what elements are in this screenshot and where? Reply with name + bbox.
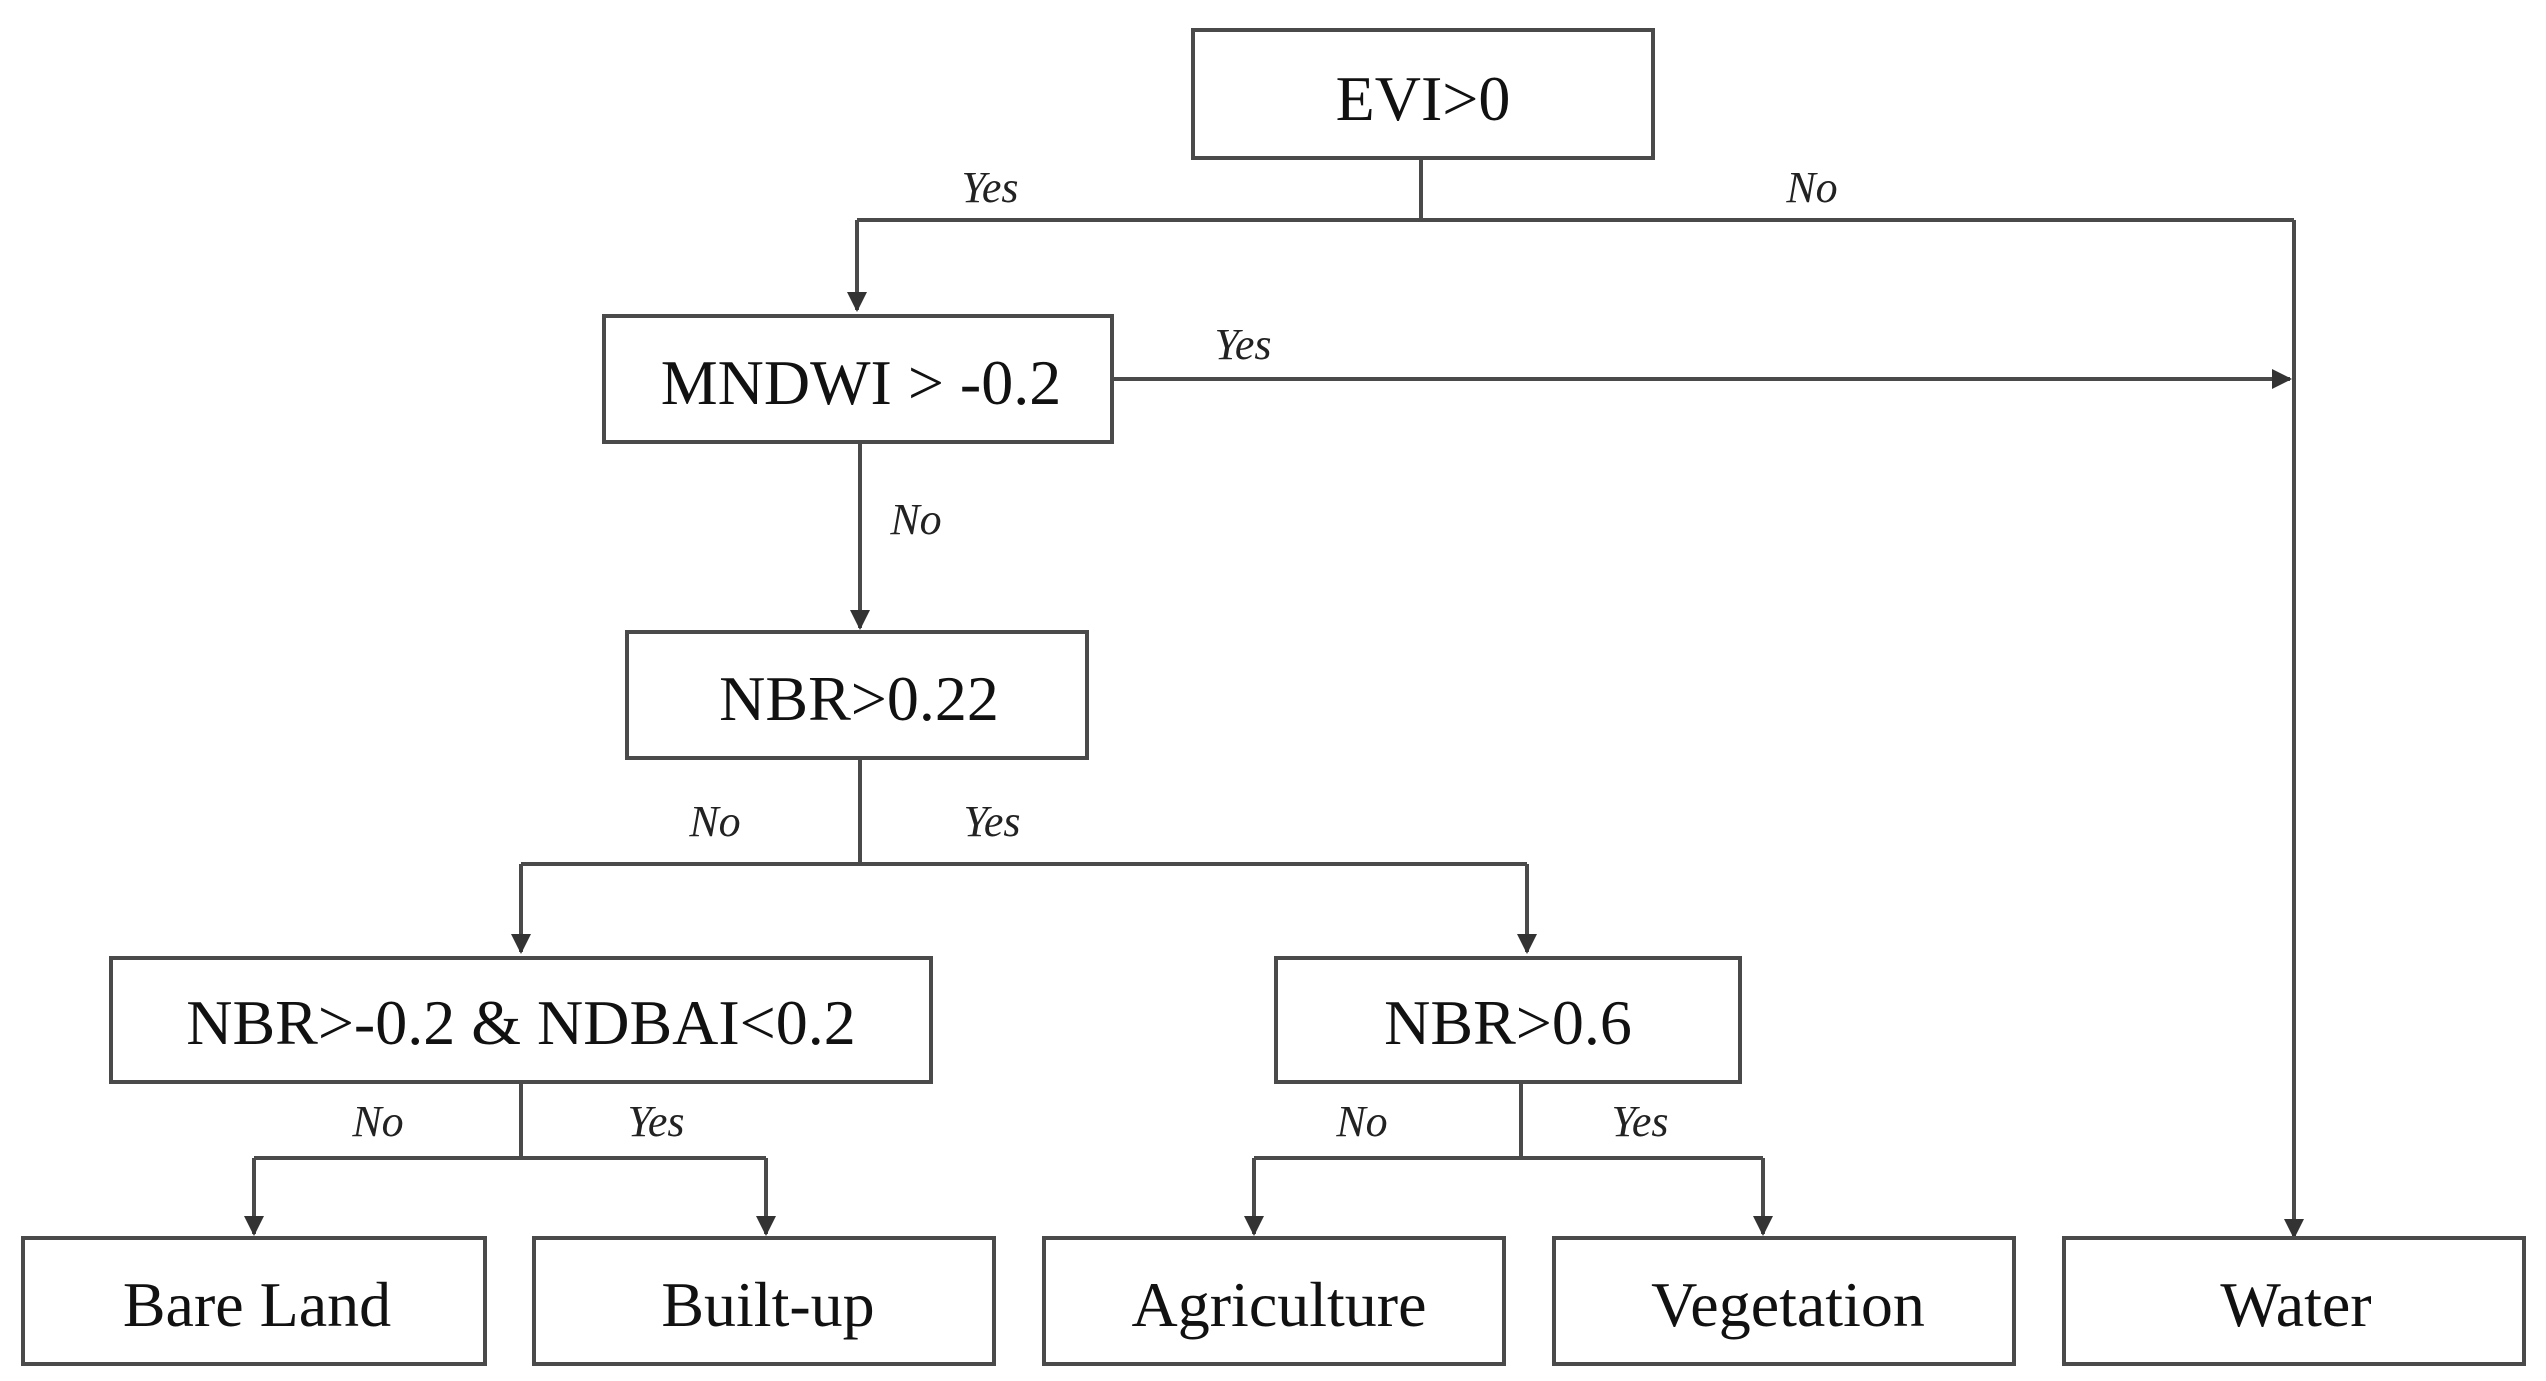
leaf-agriculture-label: Agriculture: [1132, 1269, 1427, 1340]
node-nbr-022-label: NBR>0.22: [719, 663, 999, 734]
node-mndwi: MNDWI > -0.2: [602, 314, 1114, 444]
node-nbr-06: NBR>0.6: [1274, 956, 1742, 1084]
leaf-vegetation: Vegetation: [1552, 1236, 2016, 1366]
leaf-bare-land-label: Bare Land: [123, 1269, 391, 1340]
leaf-vegetation-label: Vegetation: [1651, 1269, 1925, 1340]
node-nbr-022: NBR>0.22: [625, 630, 1089, 760]
edge-label-mndwi-yes: Yes: [1214, 320, 1271, 369]
edge-label-nbr06-no: No: [1335, 1097, 1387, 1146]
leaf-bare-land: Bare Land: [21, 1236, 487, 1366]
leaf-agriculture: Agriculture: [1042, 1236, 1506, 1366]
edge-label-nbr06-yes: Yes: [1611, 1097, 1668, 1146]
edge-label-nbr022-no: No: [688, 797, 740, 846]
leaf-water-label: Water: [2220, 1269, 2371, 1340]
leaf-built-up: Built-up: [532, 1236, 996, 1366]
edge-label-nbr022-yes: Yes: [963, 797, 1020, 846]
leaf-built-up-label: Built-up: [661, 1269, 874, 1340]
edge-label-evi-yes: Yes: [961, 163, 1018, 212]
leaf-water: Water: [2062, 1236, 2526, 1366]
node-evi: EVI>0: [1191, 28, 1655, 160]
edge-label-evi-no: No: [1785, 163, 1837, 212]
node-evi-label: EVI>0: [1336, 63, 1511, 134]
node-mndwi-label: MNDWI > -0.2: [661, 347, 1061, 418]
node-nbr-ndbai-label: NBR>-0.2 & NDBAI<0.2: [186, 987, 856, 1058]
edge-label-mndwi-no: No: [889, 495, 941, 544]
edge-label-nbrndbai-no: No: [351, 1097, 403, 1146]
node-nbr-06-label: NBR>0.6: [1384, 987, 1632, 1058]
edge-label-nbrndbai-yes: Yes: [627, 1097, 684, 1146]
node-nbr-ndbai: NBR>-0.2 & NDBAI<0.2: [109, 956, 933, 1084]
